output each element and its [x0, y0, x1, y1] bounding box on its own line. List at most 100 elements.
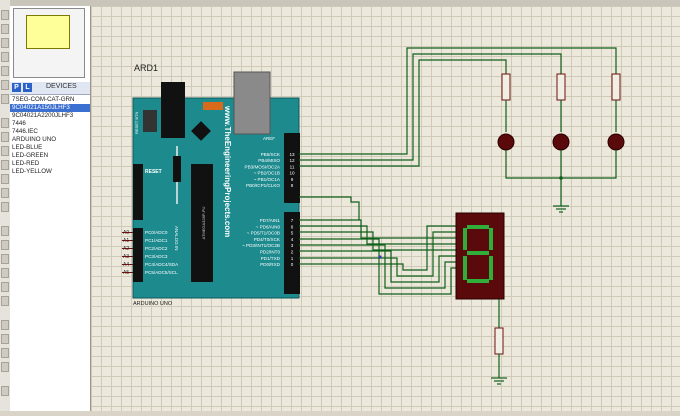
- digital-pin-number: 13: [289, 152, 295, 157]
- generator-tool-button[interactable]: [1, 174, 9, 184]
- ground-symbol-2: [491, 377, 507, 385]
- ground-symbol-1: [553, 205, 569, 213]
- arduino-board[interactable]: [132, 97, 300, 299]
- wire-pin7: [299, 219, 456, 239]
- digital-pin-number: 9: [291, 177, 294, 182]
- segment-a: [467, 225, 489, 229]
- arc-tool-button[interactable]: [1, 268, 9, 278]
- led-wires: [299, 47, 617, 220]
- device-list-item[interactable]: 9C04021A2200JLHF3: [12, 112, 74, 119]
- resistor-r2[interactable]: [556, 73, 566, 101]
- devices-header: P L DEVICES: [10, 82, 90, 95]
- device-list-item[interactable]: 7446.IEC: [12, 128, 38, 135]
- pick-devices-button[interactable]: P: [12, 83, 21, 92]
- junction-dot: [559, 176, 563, 180]
- circle-tool-button[interactable]: [1, 254, 9, 264]
- device-list-item[interactable]: LED-YELLOW: [12, 168, 52, 175]
- overview-viewport[interactable]: [26, 15, 70, 49]
- device-list-item[interactable]: 9C04021A150JLHF3: [10, 104, 90, 112]
- analog-in-label: ANALOG IN: [174, 226, 179, 251]
- line-tool-button[interactable]: [1, 226, 9, 236]
- wire-pin3: [299, 244, 456, 289]
- box-tool-button[interactable]: [1, 240, 9, 250]
- digital-pin-number: 7: [291, 218, 294, 223]
- digital-pin-label: PB5/SCK: [261, 152, 281, 157]
- component-tool-button[interactable]: [1, 24, 9, 34]
- select-tool-button[interactable]: [1, 10, 9, 20]
- bus-tool-button[interactable]: [1, 80, 9, 90]
- usb-connector: [233, 71, 271, 135]
- rotate-ccw-button[interactable]: [1, 334, 9, 344]
- digital-pin-number: 10: [289, 171, 295, 176]
- devices-title: DEVICES: [46, 83, 77, 90]
- tape-tool-button[interactable]: [1, 160, 9, 170]
- resistor-r3[interactable]: [611, 73, 621, 101]
- resistor-common[interactable]: [494, 327, 504, 355]
- reset-btn-label: RESET BTN: [134, 112, 139, 134]
- symbol-tool-button[interactable]: [1, 296, 9, 306]
- aref-label: AREF: [263, 136, 275, 141]
- terminal-tool-button[interactable]: [1, 118, 9, 128]
- schematic-canvas[interactable]: ARD1 RESET BTN ATMEGA328P-PU ANALOG IN w…: [91, 6, 680, 411]
- led-3[interactable]: [607, 133, 625, 151]
- text-tool-button[interactable]: [1, 66, 9, 76]
- leds: [497, 133, 625, 206]
- voltage-regulator: [173, 156, 181, 182]
- digital-pin-label: PD0/RXD: [260, 262, 281, 267]
- power-jack: [161, 82, 185, 138]
- device-list-item[interactable]: 7SEG-COM-CAT-GRN: [12, 96, 75, 103]
- schematic-drawing: ARD1 RESET BTN ATMEGA328P-PU ANALOG IN w…: [122, 47, 625, 385]
- play-button[interactable]: [1, 386, 9, 396]
- resistor-r1[interactable]: [501, 73, 511, 101]
- rotate-cw-button[interactable]: [1, 320, 9, 330]
- led-1[interactable]: [497, 133, 515, 151]
- wire-pin11: [299, 59, 507, 167]
- mirror-x-button[interactable]: [1, 348, 9, 358]
- analog-header: [133, 228, 143, 282]
- library-manager-button[interactable]: L: [23, 83, 32, 92]
- wire-pin4: [299, 238, 456, 295]
- pin-tool-button[interactable]: [1, 132, 9, 142]
- subcircuit-tool-button[interactable]: [1, 94, 9, 104]
- device-list-item[interactable]: LED-RED: [12, 160, 40, 167]
- mirror-y-button[interactable]: [1, 362, 9, 372]
- digital-pin-number: 3: [291, 243, 294, 248]
- device-list-item[interactable]: ARDUINO UNO: [12, 136, 57, 143]
- instrument-tool-button[interactable]: [1, 202, 9, 212]
- power-header: [133, 164, 143, 220]
- website-label: www.TheEngineeringProjects.com: [223, 105, 232, 237]
- device-list-item[interactable]: 7446: [12, 120, 26, 127]
- path-tool-button[interactable]: [1, 282, 9, 292]
- device-list-item[interactable]: LED-GREEN: [12, 152, 49, 159]
- analog-pin-label: PC3/ADC3: [145, 254, 168, 259]
- analog-pin-label: PC0/ADC0: [145, 230, 168, 235]
- wire-pin5: [299, 231, 456, 251]
- junction-tool-button[interactable]: [1, 38, 9, 48]
- analog-pin-labels: PC0/ADC0A0PC1/ADC1A1PC2/ADC2A2PC3/ADC3A3…: [122, 230, 179, 276]
- seven-segment-digit: [463, 225, 493, 283]
- wire-pin13: [299, 47, 617, 155]
- wire-pin2: [299, 250, 456, 283]
- digital-pin-label: ~ PD6/AIN0: [256, 224, 281, 229]
- probe-tool-button[interactable]: [1, 188, 9, 198]
- analog-pin-label: PC5/ADC5/SCL: [145, 270, 178, 275]
- segment-e: [463, 256, 467, 280]
- graph-tool-button[interactable]: [1, 146, 9, 156]
- digital-pin-label: ~ PD5/T1/OC0B: [247, 231, 280, 236]
- wire-pin6: [299, 225, 456, 245]
- analog-pin-label: PC4/ADC4/SDA: [145, 262, 179, 267]
- segment-d: [467, 279, 489, 283]
- reset-pin-label: RESET: [145, 169, 162, 175]
- led-2[interactable]: [552, 133, 570, 151]
- digital-pin-number: 8: [291, 183, 294, 188]
- reset-button[interactable]: [143, 110, 157, 132]
- label-tool-button[interactable]: [1, 52, 9, 62]
- wire-pin0: [299, 225, 456, 271]
- wire-pin8: [299, 196, 360, 220]
- overview-window[interactable]: [13, 8, 85, 78]
- device-list-item[interactable]: LED-BLUE: [12, 144, 43, 151]
- digital-pin-label: ~ PB1/OC1A: [254, 177, 281, 182]
- digital-pin-label: ~ PB2/OC1B: [254, 171, 280, 176]
